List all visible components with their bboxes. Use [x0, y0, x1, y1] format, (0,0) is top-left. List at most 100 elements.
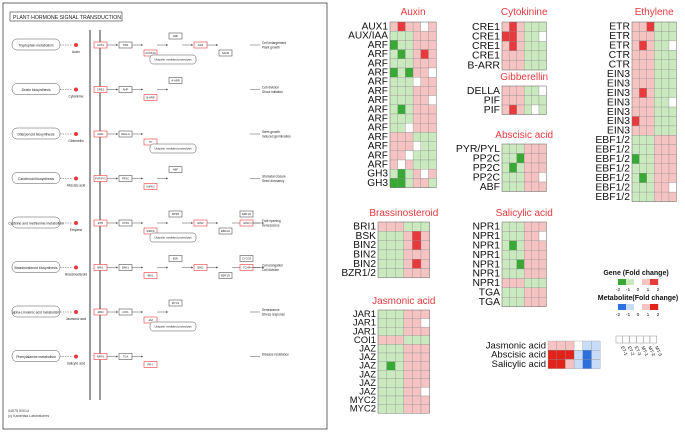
metabolite-cell — [591, 340, 601, 351]
heatmap-gene-label: EIN3 — [607, 107, 630, 118]
heatmap-cell — [403, 259, 413, 269]
heatmap-cell — [412, 221, 422, 232]
heatmap-gene-label: GH3 — [367, 169, 388, 180]
heatmap-cell — [395, 387, 404, 397]
heatmap-gene-label: JAR1 — [353, 318, 376, 329]
heatmap-cell — [631, 154, 640, 164]
heatmap-cell — [639, 135, 647, 145]
heatmap-cell — [509, 143, 517, 154]
heatmap-cell — [412, 123, 421, 133]
metabolite-cell — [556, 350, 566, 360]
heatmap-cell — [405, 86, 414, 96]
heatmap-gene-label: NPR1 — [472, 250, 500, 261]
heatmap-cell — [639, 97, 647, 108]
heatmap-cell — [524, 287, 532, 298]
heatmap-cell — [395, 352, 404, 362]
gene-label: MYC2 — [172, 301, 180, 305]
heatmap-cell — [420, 40, 429, 50]
heatmap-cell — [646, 40, 655, 51]
hormone-compound — [74, 310, 78, 314]
heatmap-cell — [668, 78, 677, 89]
heatmap-cell — [389, 58, 398, 69]
heatmap-cell — [538, 21, 547, 32]
heatmap-cell — [405, 113, 414, 124]
heatmap-cell — [668, 31, 677, 42]
heatmap-gene-label: ARF — [368, 68, 388, 79]
heatmap-cell — [654, 106, 662, 117]
heatmap-cell — [639, 182, 647, 193]
heatmap-cell — [389, 95, 398, 105]
heatmap-gene-label: TGA — [479, 288, 500, 299]
heatmap-cell — [420, 395, 430, 405]
heatmap-cell — [646, 59, 655, 70]
heatmap-cell — [428, 159, 437, 170]
heatmap-cell — [538, 41, 547, 51]
heatmap-cell — [403, 395, 413, 405]
heatmap-cell — [501, 297, 510, 307]
heatmap-cell — [524, 240, 532, 251]
sample-label: ET-2 — [627, 345, 636, 356]
heatmap-cell — [516, 259, 525, 270]
metabolite-cell — [556, 359, 566, 369]
heatmap-cell — [668, 106, 677, 117]
heatmap-cell — [668, 182, 677, 193]
heatmap-cell — [403, 335, 413, 345]
heatmap-cell — [654, 154, 662, 164]
heatmap-cell — [412, 231, 422, 241]
heatmap-cell — [412, 395, 422, 405]
heatmap-cell — [397, 132, 406, 142]
heatmap-cell — [420, 344, 430, 354]
metabolite-legend-tick: 0 — [637, 312, 640, 318]
heatmap-cell — [389, 113, 398, 124]
source-pathway-box — [11, 172, 61, 184]
sample-box — [636, 335, 644, 344]
heatmap-cell — [538, 153, 547, 164]
heatmap-cell — [412, 67, 421, 78]
heatmap-cell — [412, 49, 421, 59]
heatmap-cell — [661, 116, 670, 127]
heatmap-cell — [501, 278, 510, 288]
heatmap-cell — [531, 268, 540, 279]
heatmap-cell — [420, 318, 430, 328]
heatmap-cell — [397, 31, 406, 41]
gene-label: TF — [149, 140, 153, 144]
heatmap-cell — [412, 268, 422, 278]
inhibitor-label: Ubiquitin mediated proteolysis — [154, 58, 192, 62]
heatmap-gene-label: ABF — [480, 182, 500, 193]
heatmap-cell — [405, 49, 414, 59]
heatmap-cell — [420, 49, 429, 59]
heatmap-cell — [389, 178, 398, 188]
heatmap-gene-label: ARF — [368, 150, 388, 161]
metabolite-cell — [573, 350, 583, 360]
heatmap-cell — [377, 318, 387, 328]
heatmap-cell — [405, 95, 414, 105]
heatmap-cell — [412, 387, 422, 397]
heatmap-cell — [428, 31, 437, 41]
heatmap-cell — [420, 370, 430, 379]
heatmap-cell — [405, 132, 414, 142]
gene-label: PP2C — [122, 177, 129, 181]
source-pathway-label: Brassinosteroid biosynthesis — [15, 266, 58, 270]
heatmap-cell — [639, 125, 647, 136]
source-pathway-box — [11, 216, 61, 229]
pathway-diagram: PLANT HORMONE SIGNAL TRANSDUCTION Trypto… — [2, 2, 328, 430]
heatmap-cell — [405, 21, 414, 32]
heatmap-gene-label: JAZ — [359, 378, 376, 389]
heatmap-gene-label: CTR — [609, 50, 631, 61]
gene-box — [239, 210, 254, 218]
heatmap-cell — [412, 335, 422, 345]
heatmap-cell — [412, 352, 422, 362]
heatmap-gene-label: EIN3 — [607, 69, 630, 80]
heatmap-cell — [661, 21, 670, 32]
heatmap-cell — [509, 60, 517, 71]
heatmap-cell — [395, 318, 404, 328]
heatmap-cell — [377, 268, 387, 278]
heatmap-cell — [631, 69, 640, 79]
heatmap-cell — [397, 104, 406, 115]
heatmap-cell — [668, 59, 677, 70]
heatmap-cell — [661, 144, 670, 155]
heatmap-cell — [412, 344, 422, 354]
heatmap-cell — [509, 231, 517, 241]
